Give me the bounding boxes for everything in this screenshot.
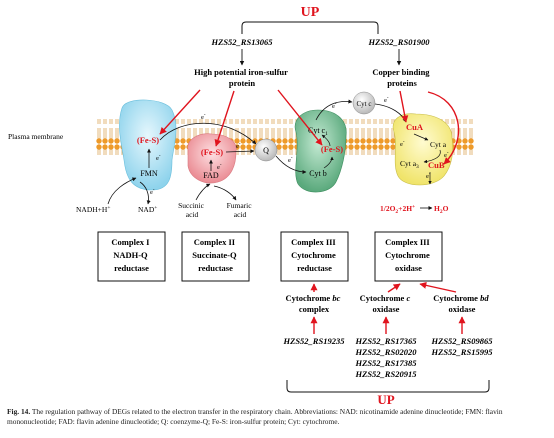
enzyme-bc: Cytochrome bc complex xyxy=(286,293,343,314)
gene-c-2: HZS52_RS17385 xyxy=(355,358,418,368)
arrow-fes1-q xyxy=(159,122,257,145)
red-arrow-bd-box xyxy=(419,281,457,293)
complex-i-shape xyxy=(119,99,177,191)
hp-protein-label: High potential iron-sulfur protein xyxy=(194,67,290,88)
arrow-cua-cyta xyxy=(413,133,429,141)
red-arrow-cu-cua xyxy=(399,90,409,123)
up-bracket-bottom xyxy=(286,380,490,393)
fmn-label: FMN xyxy=(140,169,158,178)
e-c2: e- xyxy=(217,163,222,171)
arrow-cyta-cyta3 xyxy=(423,149,441,164)
svg-text:Complex II Succinate-Q: Complex II Succinate-Q reductase xyxy=(192,237,239,273)
nadh-label: NADH+H+ xyxy=(76,205,110,214)
up-label-bottom: UP xyxy=(377,392,394,407)
svg-text:Complex III Cytochrome: Complex III Cytochrome oxidase xyxy=(385,237,432,273)
red-arrow-hp-fes1 xyxy=(159,89,201,135)
fad-label: FAD xyxy=(203,171,219,180)
e-top-1: e- xyxy=(201,113,206,121)
cub-label: CuB xyxy=(428,160,445,170)
gene-bd-1: HZS52_RS15995 xyxy=(431,347,494,357)
arrow-cytc1-cytc xyxy=(315,99,353,121)
q-label: Q xyxy=(263,146,269,155)
arrow-cytb-fes3 xyxy=(323,156,334,169)
membrane-label: Plasma membrane xyxy=(8,132,64,141)
e-q-cytb: e- xyxy=(288,156,293,164)
arrow-fad-fumaric xyxy=(213,185,237,201)
fes-1: (Fe-S) xyxy=(137,135,159,145)
cytc1-label: Cyt c1 xyxy=(308,126,328,137)
fumaric-label: Fumaric acid xyxy=(227,201,254,219)
e-c2-q: e- xyxy=(236,142,241,150)
arrow-succinic-fad xyxy=(195,183,211,201)
e-nad: e- xyxy=(150,188,155,196)
e-c4-a: e- xyxy=(400,140,405,148)
complex-box-1: Complex I NADH-Q reductase xyxy=(97,231,166,282)
fes-2: (Fe-S) xyxy=(201,147,223,157)
caption-text: The regulation pathway of DEGs related t… xyxy=(7,407,503,426)
up-bracket-top xyxy=(241,21,379,34)
gene-c-3: HZS52_RS20915 xyxy=(355,369,418,379)
arrow-q-cytb xyxy=(275,155,307,174)
cyta-label: Cyt a xyxy=(430,140,447,149)
cyta3-label: Cyt a3 xyxy=(400,159,419,170)
gene-cu: HZS52_RS01900 xyxy=(368,37,431,47)
complex-box-2: Complex II Succinate-Q reductase xyxy=(181,231,250,282)
e-c4-b: e- xyxy=(444,151,449,159)
svg-text:Complex III Cytochrome: Complex III Cytochrome reductase xyxy=(291,237,338,273)
cytc-label: Cyt c xyxy=(357,100,372,108)
red-arrow-cu-cub xyxy=(427,91,460,165)
water-label: H2O xyxy=(434,204,449,215)
enzyme-c: Cytochrome c oxidase xyxy=(360,293,413,314)
caption-label: Fig. 14. xyxy=(7,407,31,416)
enzyme-bd: Cytochrome bd oxidase xyxy=(433,293,490,314)
cytb-label: Cyt b xyxy=(309,169,327,178)
oxygen-label: 1/2O2+2H+ xyxy=(380,204,415,215)
red-arrow-hp-fes3 xyxy=(277,89,323,146)
arrow-fmn-nad xyxy=(139,181,151,205)
complex-box-4: Complex III Cytochrome oxidase xyxy=(374,231,443,282)
svg-text:Complex I NADH-Q r: Complex I NADH-Q reductase xyxy=(111,237,151,273)
nad-label: NAD+ xyxy=(138,205,157,214)
gene-bd-0: HZS52_RS09865 xyxy=(431,336,494,346)
complex-box-3: Complex III Cytochrome reductase xyxy=(280,231,349,282)
red-arrow-c-box xyxy=(387,283,401,293)
q-circle xyxy=(254,138,278,162)
oxidase-shape xyxy=(392,113,454,186)
cytc-circle xyxy=(352,91,376,115)
arrow-nadh-fmn xyxy=(107,177,137,205)
arrow-fes2-q xyxy=(225,149,255,154)
arrow-fes3-cytc1 xyxy=(321,134,331,147)
red-arrow-hp-fes2 xyxy=(214,90,235,147)
e-cytc-cua: e- xyxy=(384,96,389,104)
gene-hp: HZS52_RS13065 xyxy=(211,37,274,47)
up-label-top: UP xyxy=(301,5,320,20)
fes-3: (Fe-S) xyxy=(321,144,343,154)
cua-label: CuA xyxy=(406,122,424,132)
cu-protein-label: Copper binding proteins xyxy=(372,67,431,88)
gene-c-0: HZS52_RS17365 xyxy=(355,336,418,346)
e-cytc1-cytc: e- xyxy=(332,102,337,110)
succinic-label: Succinic acid xyxy=(178,201,206,219)
figure-caption: Fig. 14. The regulation pathway of DEGs … xyxy=(7,407,547,426)
complex-iii-shape xyxy=(294,109,347,193)
e-c1-a: e- xyxy=(156,154,161,162)
gene-c-1: HZS52_RS02020 xyxy=(355,347,418,357)
gene-bc-0: HZS52_RS19235 xyxy=(283,336,346,346)
